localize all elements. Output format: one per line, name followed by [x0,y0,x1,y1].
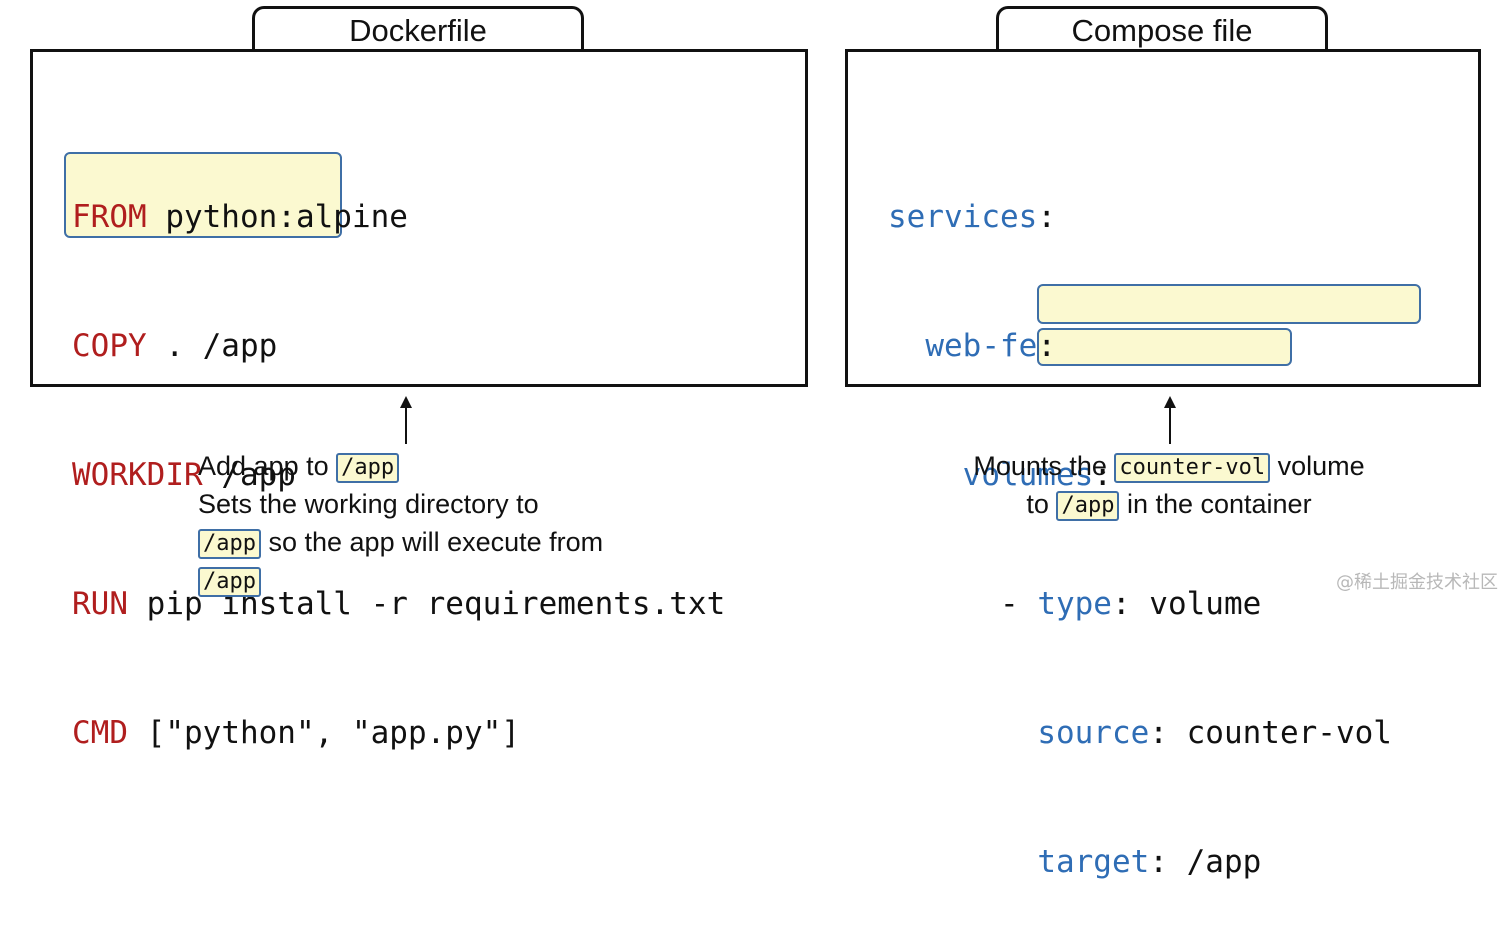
compose-arrow-up-icon [1164,396,1176,444]
dockerfile-tab: Dockerfile [252,6,584,54]
yaml-line-web-fe: web-fe: [925,328,1056,364]
dockerfile-title: Dockerfile [349,13,487,48]
dockerfile-arrow-up-icon [400,396,412,444]
compose-title: Compose file [1071,13,1253,48]
compose-caption: Mounts the counter-vol volume to /app in… [973,451,1365,521]
yaml-line-services: services: [888,199,1056,235]
yaml-line-target: target: /app [1037,844,1262,880]
code-line-from: FROM python:alpine [72,199,408,235]
path-chip: /app [336,453,400,483]
dockerfile-caption: Add app to /app Sets the working directo… [198,447,603,599]
yaml-line-volumes: volumes: [962,457,1112,493]
compose-target-highlight [1037,328,1292,366]
path-chip: /app [1056,491,1120,521]
path-chip: /app [198,529,261,559]
watermark: @稀土掘金技术社区 [1336,572,1498,593]
dockerfile-copy-workdir-highlight [64,152,342,238]
code-line-cmd: CMD ["python", "app.py"] [72,715,520,751]
yaml-line-source: source: counter-vol [1037,715,1392,751]
yaml-line-type: - type: volume [999,586,1262,622]
volume-chip: counter-vol [1114,453,1271,483]
path-chip: /app [198,567,261,597]
compose-tab: Compose file [996,6,1328,54]
code-line-workdir: WORKDIR /app [72,457,296,493]
compose-source-highlight [1037,284,1421,324]
code-line-copy: COPY . /app [72,328,278,364]
